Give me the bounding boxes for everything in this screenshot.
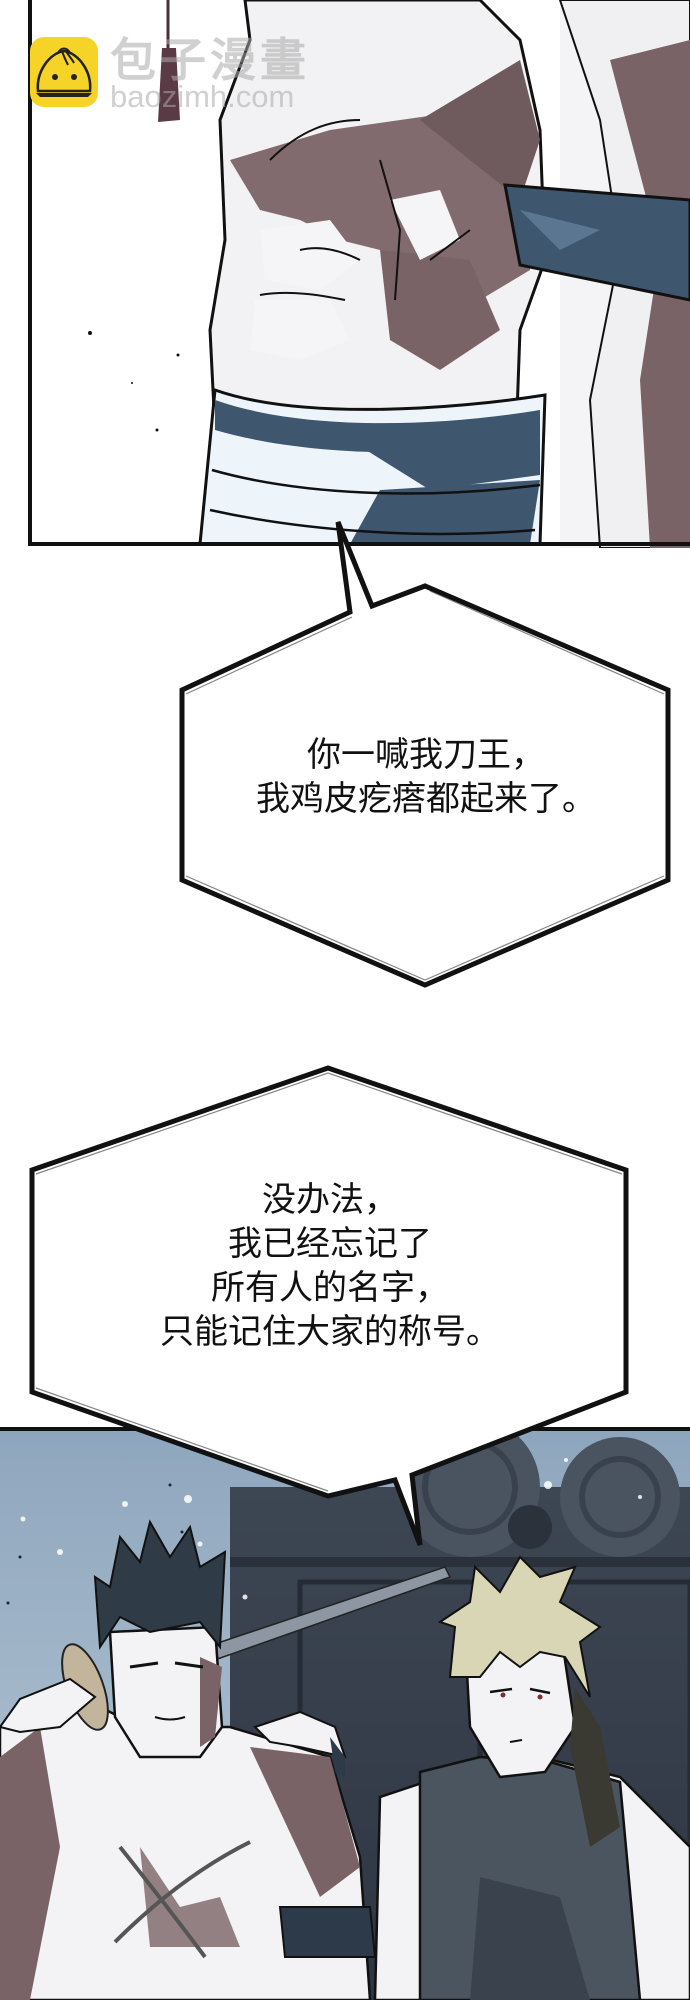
bubble-2-text: 没办法， 我已经忘记了 所有人的名字， 只能记住大家的称号。 [32,1178,628,1354]
steamed-bun-logo-icon [30,37,98,107]
bubble-2-line-2: 我已经忘记了 [228,1224,432,1264]
bubble-2-line-3: 所有人的名字， [211,1268,449,1308]
bubble-2-line-4: 只能记住大家的称号。 [160,1312,500,1352]
watermark-url: baozimh.com [110,79,295,114]
bubble-1-line-2: 我鸡皮疙瘩都起来了。 [256,779,596,819]
bubble-1-line-1: 你一喊我刀王， [307,735,545,775]
watermark: 包子漫畫 baozimh.com [28,35,328,115]
speech-bubble-1 [179,521,671,988]
torso-illustration [0,0,690,548]
panel-bottom-characters [0,1427,690,2000]
watermark-title: 包子漫畫 [110,33,310,87]
bubble-2-line-1: 没办法， [262,1180,398,1220]
speech-bubble-2 [29,1065,629,1546]
characters-illustration [0,1427,690,2000]
bubble-1-text: 你一喊我刀王， 我鸡皮疙瘩都起来了。 [182,733,670,821]
panel-top-torso [0,0,690,548]
